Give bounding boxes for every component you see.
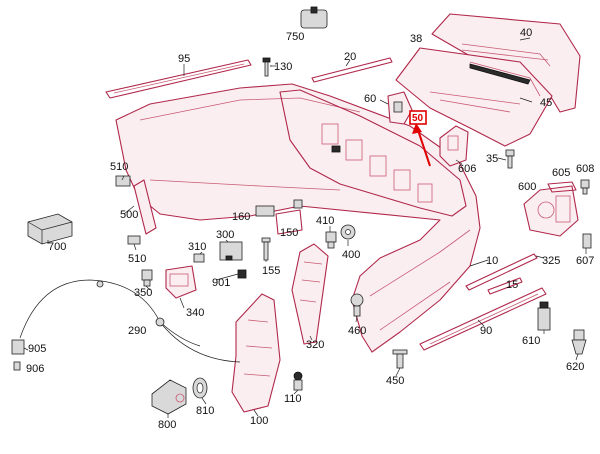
label-510-lower: 510 <box>128 253 146 265</box>
label-510-upper: 510 <box>110 161 128 173</box>
clip-110 <box>293 371 303 391</box>
wire-harness-290 <box>19 279 241 363</box>
label-750: 750 <box>286 31 304 43</box>
clip-906 <box>13 361 21 371</box>
label-620: 620 <box>566 361 584 373</box>
strip-325 <box>465 253 538 291</box>
label-45: 45 <box>540 97 552 109</box>
label-610: 610 <box>522 335 540 347</box>
label-350: 350 <box>134 287 152 299</box>
ring-810 <box>192 377 208 399</box>
label-901: 901 <box>212 277 230 289</box>
clip-750 <box>300 6 328 29</box>
label-110: 110 <box>284 393 302 405</box>
label-906: 906 <box>26 363 44 375</box>
clip-620 <box>571 329 587 355</box>
label-160: 160 <box>232 211 250 223</box>
bracket-607 <box>582 233 592 249</box>
part-labels: 95 750 20 38 40 130 60 45 35 606 605 608… <box>26 27 594 431</box>
bracket-606 <box>439 125 469 167</box>
label-10: 10 <box>486 255 498 267</box>
clip-310 <box>193 253 205 263</box>
label-90: 90 <box>480 325 492 337</box>
connector-905 <box>11 339 25 355</box>
label-400: 400 <box>342 249 360 261</box>
rivet-460 <box>350 293 364 317</box>
label-40: 40 <box>520 27 532 39</box>
label-300: 300 <box>216 229 234 241</box>
highlighted-part-50: 50 <box>409 110 427 125</box>
grommet-400 <box>340 224 356 240</box>
connector-901 <box>237 269 247 279</box>
label-608: 608 <box>576 163 594 175</box>
bracket-100 <box>231 293 281 413</box>
label-95: 95 <box>178 53 190 65</box>
label-810: 810 <box>196 405 214 417</box>
bracket-600 <box>523 185 579 237</box>
strip-20 <box>311 57 393 83</box>
clip-350 <box>141 269 153 287</box>
label-310: 310 <box>188 241 206 253</box>
label-500: 500 <box>120 209 138 221</box>
leader-lines <box>23 37 587 418</box>
label-450: 450 <box>386 375 404 387</box>
screw-450 <box>392 349 408 369</box>
strip-15 <box>487 277 523 295</box>
holder-150 <box>275 199 303 235</box>
clip-510-upper <box>115 175 131 187</box>
screw-155 <box>261 237 271 261</box>
label-325: 325 <box>542 255 560 267</box>
diffuser-insert-38 <box>395 47 553 147</box>
pdc-sensor-800 <box>151 379 187 415</box>
module-300 <box>219 241 243 261</box>
label-20: 20 <box>344 51 356 63</box>
clip-410 <box>325 231 337 249</box>
label-35: 35 <box>486 153 498 165</box>
strip-90 <box>419 287 547 351</box>
label-60: 60 <box>364 93 376 105</box>
label-460: 460 <box>348 325 366 337</box>
label-130: 130 <box>274 61 292 73</box>
label-800: 800 <box>158 419 176 431</box>
screw-130 <box>262 57 272 77</box>
bumper-cover-10 <box>115 83 481 353</box>
label-150: 150 <box>280 227 298 239</box>
label-290: 290 <box>128 325 146 337</box>
bolt-608 <box>580 179 590 195</box>
cover-320 <box>291 243 329 345</box>
trim-strip-95 <box>105 59 252 99</box>
bracket-500 <box>133 179 157 235</box>
bolt-35 <box>505 149 515 169</box>
holder-160 <box>255 205 275 217</box>
highlight-arrow <box>412 123 431 167</box>
label-410: 410 <box>316 215 334 227</box>
label-606: 606 <box>458 163 476 175</box>
label-700: 700 <box>48 241 66 253</box>
clip-510-lower <box>127 235 141 245</box>
bracket-60 <box>387 91 413 125</box>
label-340: 340 <box>186 307 204 319</box>
label-100: 100 <box>250 415 268 427</box>
label-905: 905 <box>28 343 46 355</box>
label-155: 155 <box>262 265 280 277</box>
sensor-610 <box>537 301 551 331</box>
label-600: 600 <box>518 181 536 193</box>
label-605: 605 <box>552 167 570 179</box>
label-607: 607 <box>576 255 594 267</box>
label-38: 38 <box>410 33 422 45</box>
label-50: 50 <box>412 113 424 124</box>
bumper-inner-frame <box>279 89 467 217</box>
holder-340 <box>165 265 197 299</box>
bracket-605 <box>547 181 577 193</box>
control-unit-700 <box>27 213 73 245</box>
label-320: 320 <box>306 339 324 351</box>
label-15: 15 <box>506 279 518 291</box>
